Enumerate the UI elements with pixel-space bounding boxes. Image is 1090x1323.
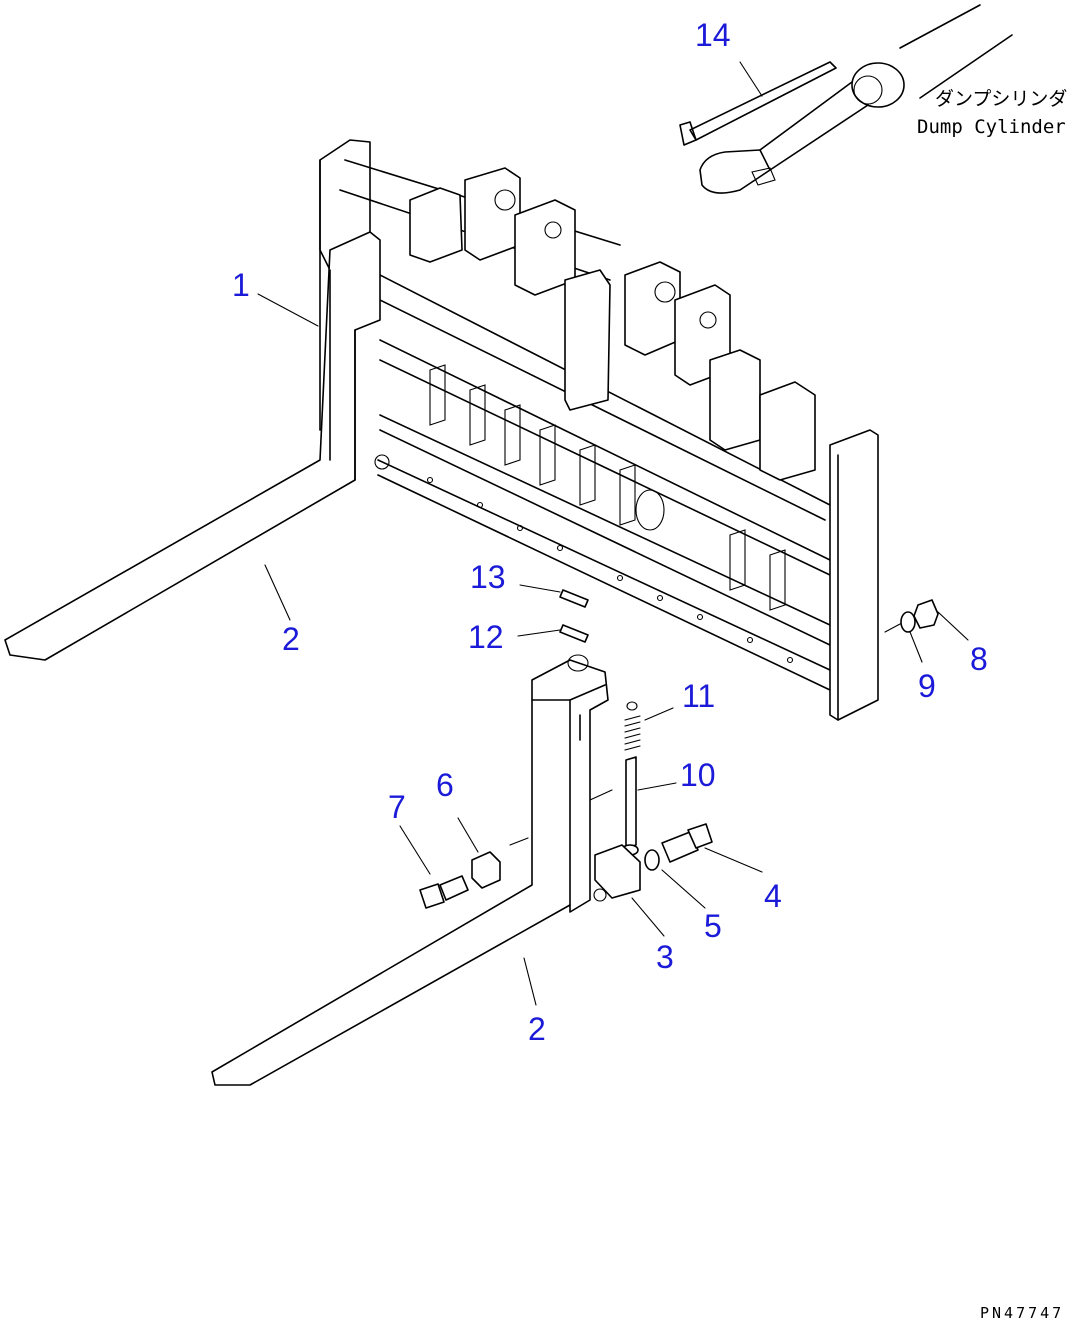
- callout-14: 14: [695, 17, 731, 53]
- dump-cylinder: [699, 4, 1013, 194]
- callout-2-rear: 2: [282, 621, 300, 657]
- callout-10: 10: [680, 757, 716, 793]
- fork-rear: [4, 231, 381, 661]
- dump-cylinder-note-jp: ダンプシリンダ: [935, 88, 1067, 110]
- callout-13: 13: [470, 559, 506, 595]
- fork-front: [211, 654, 609, 1086]
- callout-2-front: 2: [528, 1011, 546, 1047]
- leader-lines: [257, 61, 969, 1006]
- pin-part-14: [679, 61, 837, 146]
- dump-cylinder-note-en: Dump Cylinder: [917, 116, 1066, 138]
- callout-6: 6: [436, 767, 454, 803]
- figure-code: PN47747: [980, 1304, 1064, 1322]
- callout-3: 3: [656, 939, 674, 975]
- callout-7: 7: [388, 789, 406, 825]
- callout-5: 5: [704, 908, 722, 944]
- callout-labels: 1 2 2 3 4 5 6 7 8 9 10 11 12 13 14: [232, 17, 988, 1047]
- callout-4: 4: [764, 878, 782, 914]
- fork-carriage-frame: [319, 139, 879, 721]
- small-parts: [419, 589, 939, 909]
- callout-12: 12: [468, 619, 504, 655]
- callout-9: 9: [918, 668, 936, 704]
- callout-8: 8: [970, 641, 988, 677]
- callout-1: 1: [232, 267, 250, 303]
- callout-11: 11: [682, 678, 715, 714]
